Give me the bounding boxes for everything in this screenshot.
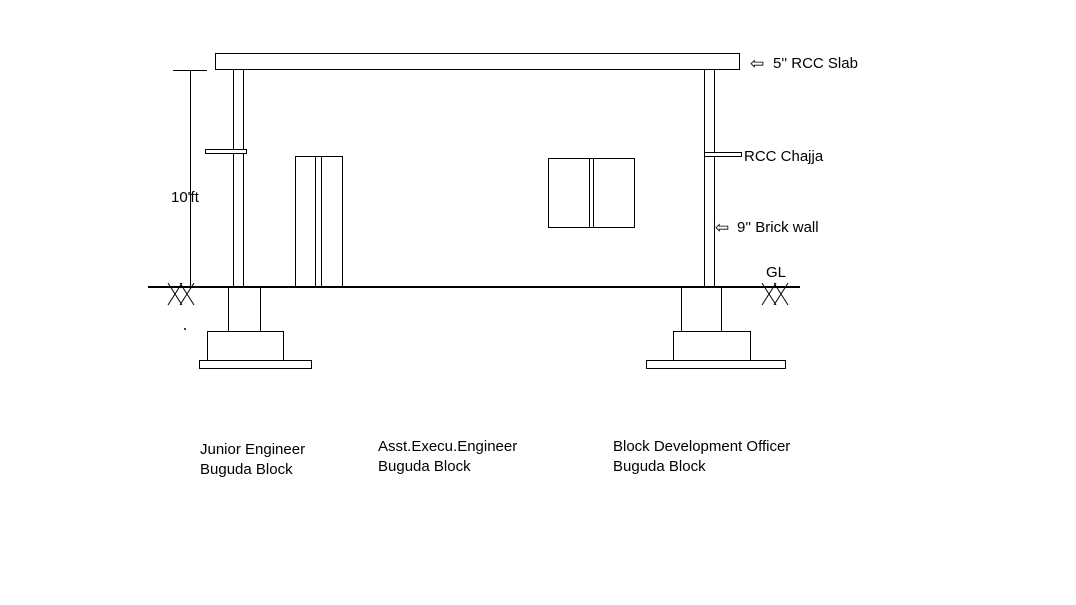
- dimension-top-tick: [173, 70, 207, 71]
- door-panel-line: [321, 156, 322, 287]
- door-shape: [295, 156, 343, 287]
- right-footing-block: [673, 331, 751, 361]
- rcc-slab-shape: [215, 53, 740, 70]
- signature-org: Buguda Block: [200, 461, 293, 478]
- window-mullion-line: [593, 158, 594, 228]
- brick-wall-label: 9'' Brick wall: [737, 219, 819, 236]
- ground-line: [148, 286, 800, 288]
- ground-level-label: GL: [766, 264, 787, 281]
- signature-title: Junior Engineer: [200, 441, 306, 458]
- door-panel-line: [315, 156, 316, 287]
- dimension-line: [190, 70, 191, 286]
- window-shape: [548, 158, 635, 228]
- signature-block: Junior Engineer Buguda Block: [200, 440, 305, 480]
- left-chajja-shape: [205, 149, 247, 154]
- signature-block: Asst.Execu.Engineer Buguda Block: [378, 437, 517, 477]
- signature-title: Block Development Officer: [613, 438, 791, 455]
- left-footing-base: [199, 360, 312, 369]
- left-footing-neck: [228, 287, 261, 332]
- slab-label: 5'' RCC Slab: [773, 55, 858, 72]
- height-dimension-label: 10'ft: [171, 189, 199, 206]
- right-chajja-shape: [704, 152, 742, 157]
- ground-hatch-icon: [167, 282, 195, 306]
- left-arrow-icon: ⇦: [715, 218, 730, 237]
- chajja-label: RCC Chajja: [744, 148, 824, 165]
- stray-dot: [184, 328, 186, 330]
- signature-block: Block Development Officer Buguda Block: [613, 437, 790, 477]
- window-mullion-line: [589, 158, 590, 228]
- right-brick-wall-shape: [704, 69, 715, 287]
- signature-org: Buguda Block: [613, 458, 706, 475]
- left-brick-wall-shape: [233, 69, 244, 287]
- left-footing-block: [207, 331, 284, 361]
- right-footing-base: [646, 360, 786, 369]
- right-footing-neck: [681, 287, 722, 332]
- ground-hatch-icon: [761, 282, 789, 306]
- left-arrow-icon: ⇦: [750, 54, 765, 73]
- signature-org: Buguda Block: [378, 458, 471, 475]
- signature-title: Asst.Execu.Engineer: [378, 438, 518, 455]
